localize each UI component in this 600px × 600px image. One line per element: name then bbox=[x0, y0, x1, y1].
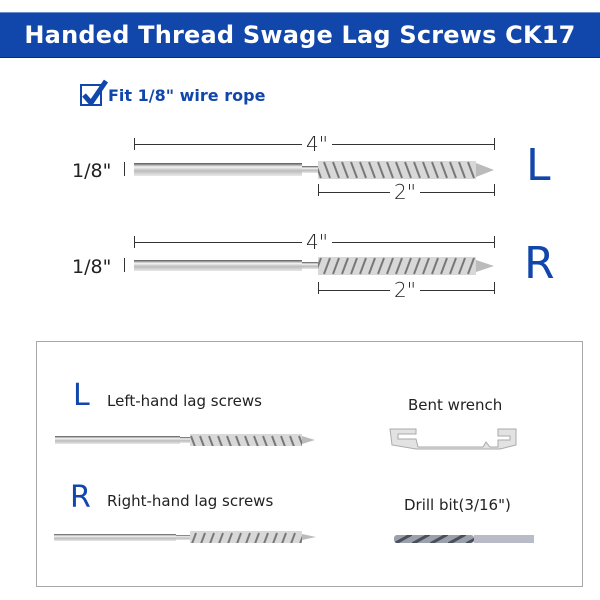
right-hand-indicator: R bbox=[524, 238, 555, 289]
total-length-label: 4" bbox=[302, 230, 332, 254]
right-hand-lag-screw-image bbox=[54, 531, 316, 543]
left-hand-lag-screw-image bbox=[134, 161, 494, 179]
diameter-label: 1/8" bbox=[72, 256, 112, 278]
total-length-label: 4" bbox=[302, 132, 332, 156]
left-hand-label: Left-hand lag screws bbox=[107, 392, 262, 410]
left-hand-indicator: L bbox=[526, 140, 551, 191]
drill-bit-image bbox=[394, 535, 534, 543]
bent-wrench-image bbox=[389, 428, 517, 450]
page-title: Handed Thread Swage Lag Screws CK17 bbox=[24, 21, 576, 49]
right-hand-label: Right-hand lag screws bbox=[107, 492, 274, 510]
title-banner: Handed Thread Swage Lag Screws CK17 bbox=[0, 12, 600, 58]
left-hand-letter: L bbox=[73, 378, 90, 413]
diameter-label: 1/8" bbox=[72, 160, 112, 182]
left-hand-lag-screw-image bbox=[55, 434, 315, 446]
fit-label: Fit 1/8" wire rope bbox=[108, 85, 266, 105]
package-contents-box bbox=[36, 341, 583, 587]
right-hand-letter: R bbox=[70, 480, 91, 515]
wire-rope-fit-feature: Fit 1/8" wire rope bbox=[80, 79, 266, 106]
thread-length-label: 2" bbox=[390, 180, 420, 204]
right-hand-lag-screw-image bbox=[134, 257, 494, 275]
bent-wrench-label: Bent wrench bbox=[408, 396, 503, 414]
drill-bit-label: Drill bit(3/16") bbox=[404, 496, 511, 514]
thread-length-label: 2" bbox=[390, 278, 420, 302]
checkbox-checked-icon bbox=[80, 79, 108, 106]
